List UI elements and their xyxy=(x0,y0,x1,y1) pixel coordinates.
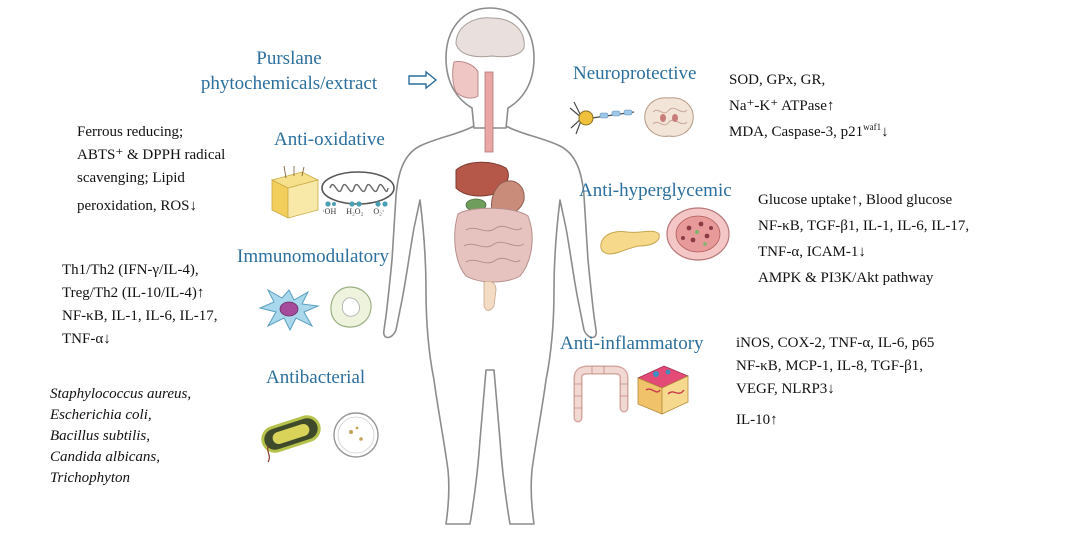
trachea xyxy=(484,71,494,153)
anti-inflammatory-line: iNOS, COX-2, TNF-α, IL-6, p65 xyxy=(736,335,935,351)
bacteria-species: Escherichia coli, xyxy=(50,407,152,423)
macrophage-icon xyxy=(330,286,372,328)
bacteria-species: Candida albicans, xyxy=(50,449,161,465)
anti-inflammatory-line: VEGF, NLRP3↓ xyxy=(736,381,835,397)
immunomodulatory-line: Treg/Th2 (IL-10/IL-4)↑ xyxy=(62,285,205,301)
anti-oxidative-text: Ferrous reducing; ABTS⁺ & DPPH radical s… xyxy=(77,121,225,218)
immunomodulatory-line: Th1/Th2 (IFN-γ/IL-4), xyxy=(62,262,199,278)
neuroprotective-title: Neuroprotective xyxy=(573,63,697,84)
anti-inflammatory-line: IL-10↑ xyxy=(736,412,778,428)
ros-label: ·OH xyxy=(322,207,337,216)
intestine-organ xyxy=(454,207,533,283)
arrow-icon xyxy=(408,70,438,90)
neuroprotective-arrow: ↓ xyxy=(881,124,889,140)
nasal-cavity xyxy=(452,61,479,99)
neuron-icon xyxy=(569,101,635,135)
bacteria-species: Bacillus subtilis, xyxy=(50,428,151,444)
ros-label: O₂· xyxy=(373,207,385,216)
anti-inflammatory-text: iNOS, COX-2, TNF-α, IL-6, p65 NF-κB, MCP… xyxy=(736,332,934,432)
neuroprotective-text: SOD, GPx, GR, Na⁺-K⁺ ATPase↑ MDA, Caspas… xyxy=(729,67,889,145)
neuroprotective-line: SOD, GPx, GR, xyxy=(729,72,826,88)
bacteria-species: Staphylococcus aureus, xyxy=(50,386,192,402)
ros-molecule-icon xyxy=(325,201,388,207)
brain-shape xyxy=(455,17,525,58)
anti-inflammatory-title: Anti-inflammatory xyxy=(560,333,704,354)
neuroprotective-line: MDA, Caspase-3, p21waf1↓ xyxy=(729,119,889,145)
ros-label: H₂O₂ xyxy=(346,207,364,216)
brain-section-icon xyxy=(644,97,694,137)
mitochondrion-icon xyxy=(321,171,395,205)
neuroprotective-superscript: waf1 xyxy=(863,122,882,132)
immunomodulatory-line: NF-κB, IL-1, IL-6, IL-17, xyxy=(62,308,218,324)
colon-icon xyxy=(573,365,629,423)
anti-inflammatory-line: NF-κB, MCP-1, IL-8, TGF-β1, xyxy=(736,358,924,374)
antibacterial-title: Antibacterial xyxy=(266,367,366,388)
immunomodulatory-title: Immunomodulatory xyxy=(237,246,389,267)
immunomodulatory-line: TNF-α↓ xyxy=(62,331,111,347)
bladder-organ xyxy=(483,280,497,311)
anti-hyperglycemic-text: Glucose uptake↑, Blood glucose NF-κB, TG… xyxy=(758,187,969,291)
bacteria-species: Trichophyton xyxy=(50,470,131,486)
inflamed-tissue-icon xyxy=(637,365,689,415)
body-outline xyxy=(382,125,598,525)
anti-oxidative-line: scavenging; Lipid xyxy=(77,170,185,186)
pancreatic-islet-icon xyxy=(666,207,730,261)
skin-tissue-icon xyxy=(270,165,320,219)
anti-hyperglycemic-line: TNF-α, ICAM-1↓ xyxy=(758,244,866,260)
anti-oxidative-line: peroxidation, ROS↓ xyxy=(77,198,197,214)
anti-hyperglycemic-title: Anti-hyperglycemic xyxy=(579,180,732,201)
main-heading-line-2: phytochemicals/extract xyxy=(200,73,378,94)
immunomodulatory-text: Th1/Th2 (IFN-γ/IL-4), Treg/Th2 (IL-10/IL… xyxy=(62,259,217,351)
pancreas-icon xyxy=(600,230,660,255)
antibacterial-text: Staphylococcus aureus, Escherichia coli,… xyxy=(50,384,191,489)
petri-dish-icon xyxy=(333,412,379,458)
ros-labels: ·OH H₂O₂ O₂· xyxy=(322,207,385,216)
neuroprotective-line: Na⁺-K⁺ ATPase↑ xyxy=(729,98,835,114)
neuroprotective-line-text: MDA, Caspase-3, p21 xyxy=(729,124,864,140)
anti-hyperglycemic-line: AMPK & PI3K/Akt pathway xyxy=(758,270,934,286)
dendritic-cell-icon xyxy=(258,288,320,332)
bacterium-icon xyxy=(261,415,321,463)
main-heading-line-1: Purslane xyxy=(256,48,322,69)
anti-oxidative-line: ABTS⁺ & DPPH radical xyxy=(77,147,226,163)
anti-hyperglycemic-line: NF-κB, TGF-β1, IL-1, IL-6, IL-17, xyxy=(758,218,970,234)
anti-oxidative-title: Anti-oxidative xyxy=(274,129,385,150)
anti-hyperglycemic-line: Glucose uptake↑, Blood glucose xyxy=(758,192,953,208)
anti-oxidative-line: Ferrous reducing; xyxy=(77,124,184,140)
